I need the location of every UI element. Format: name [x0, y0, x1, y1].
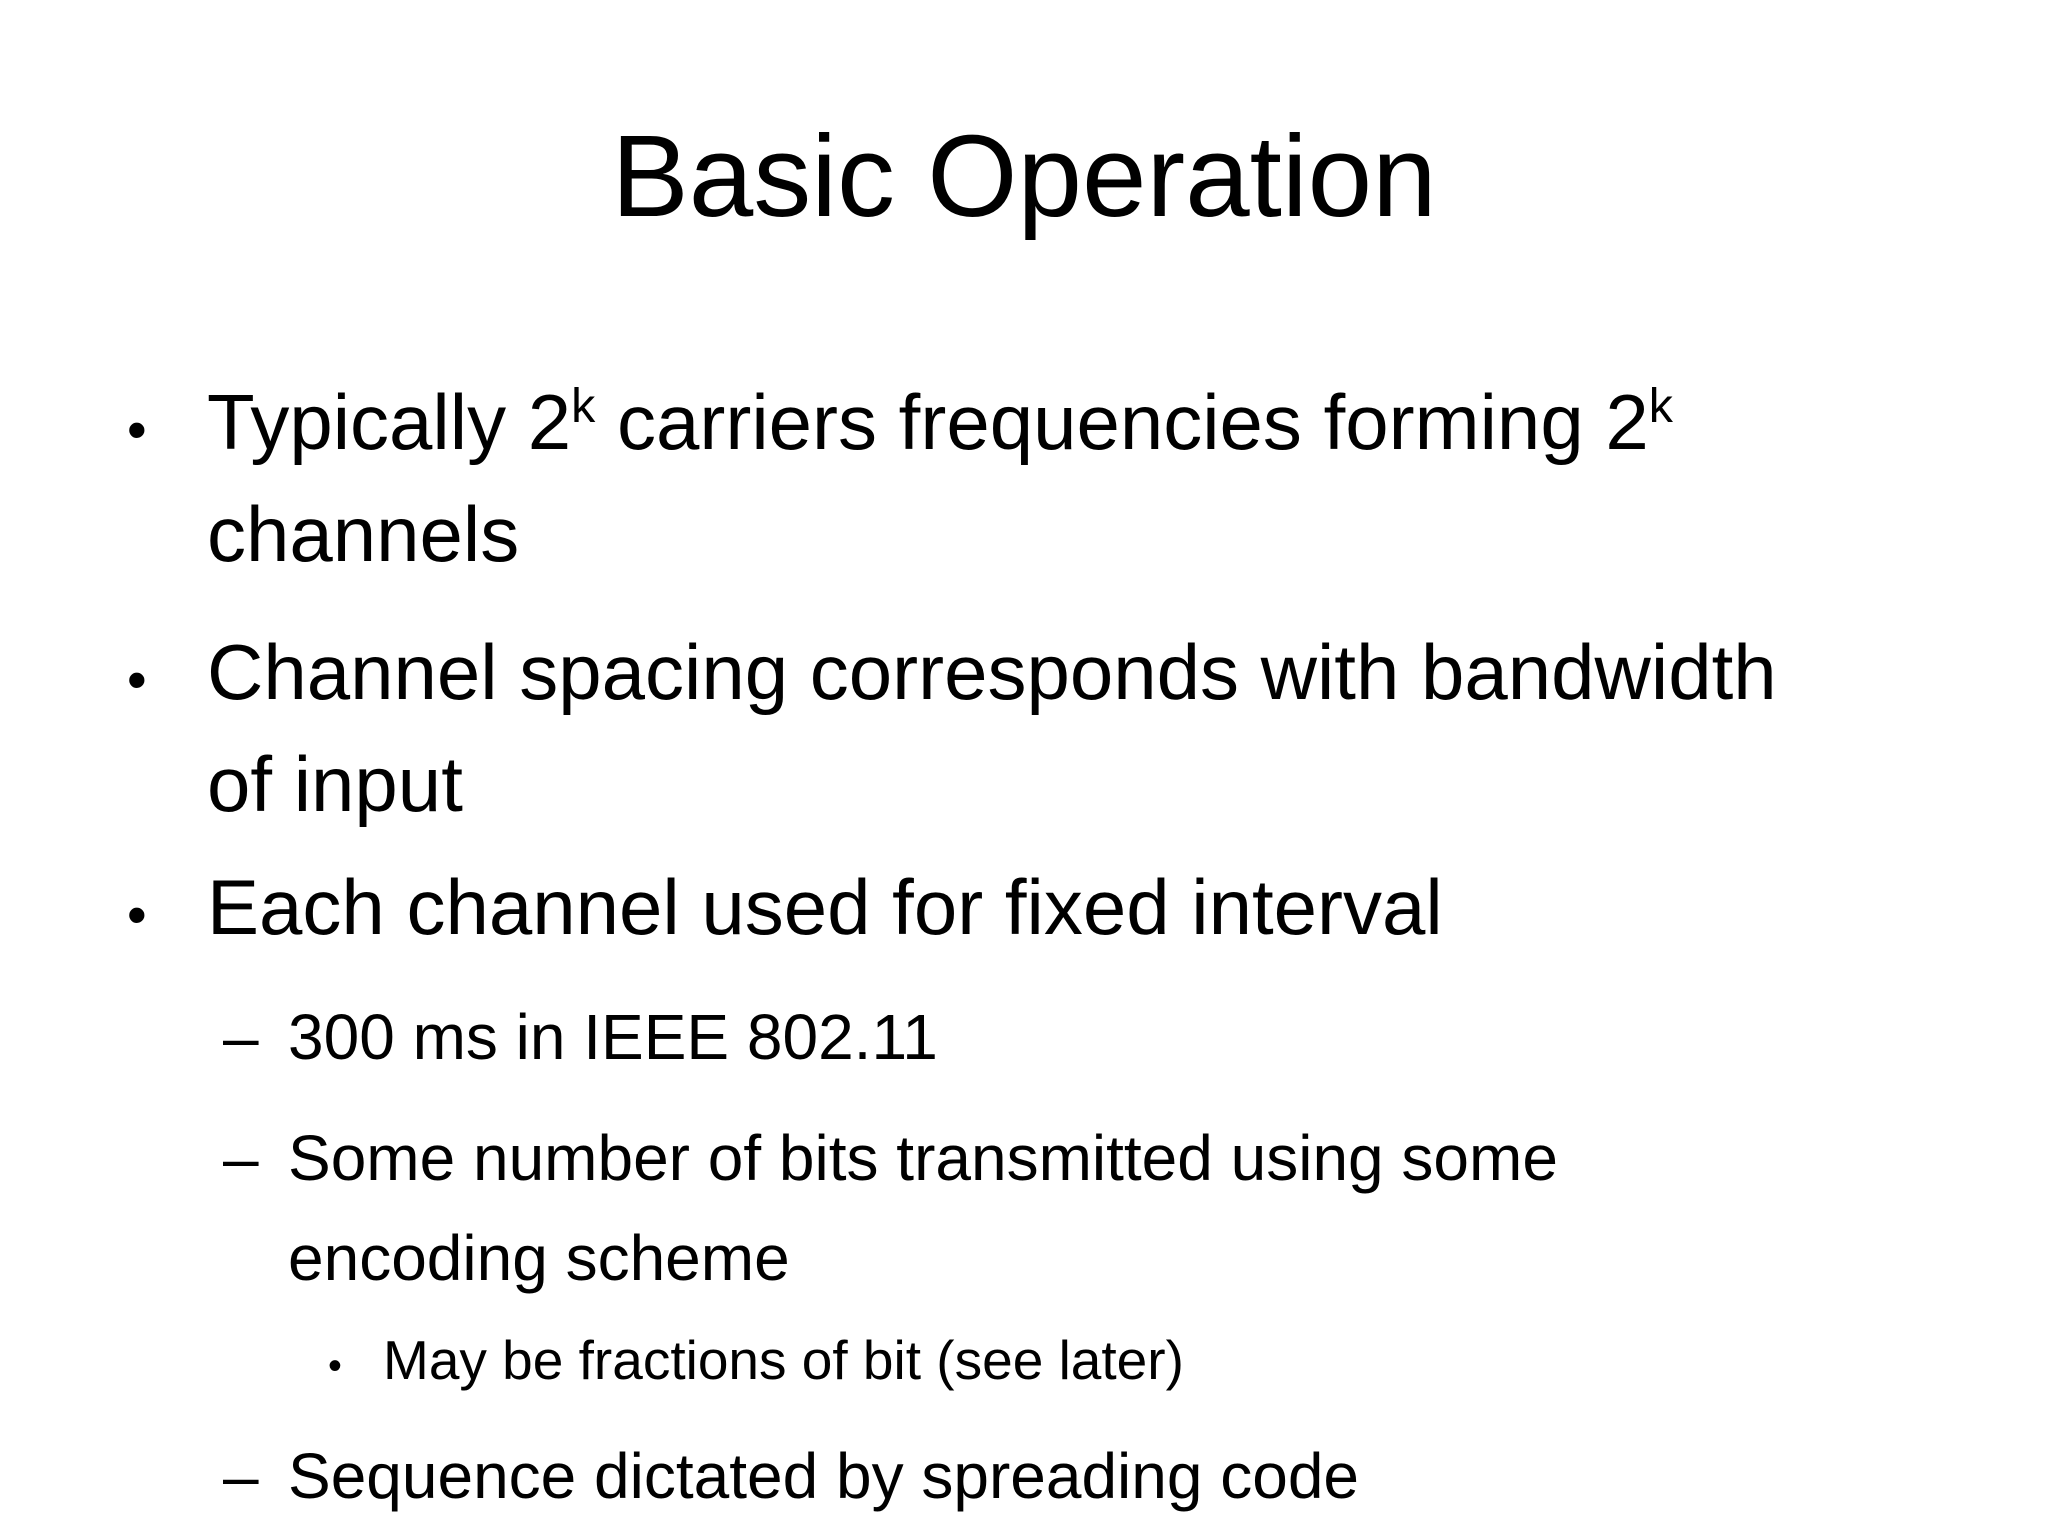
bullet-list: • Typically 2k carriers frequencies formi… — [0, 366, 2048, 1526]
dash-icon: – — [223, 1440, 259, 1512]
list-item: –300 ms in IEEE 802.11 — [223, 987, 2048, 1087]
dash-icon: – — [223, 1001, 259, 1073]
bullet-text: Typically 2k carriers frequencies formin… — [207, 378, 1673, 578]
list-item: • May be fractions of bit (see later) — [328, 1313, 2048, 1414]
list-item: • Typically 2k carriers frequencies formi… — [127, 366, 2048, 590]
list-item: –Some number of bits transmitted using s… — [223, 1108, 2048, 1308]
list-item: • Channel spacing corresponds with bandwi… — [127, 616, 2048, 840]
bullet-icon: • — [328, 1344, 342, 1388]
list-item: • Each channel used for fixed interval — [127, 851, 2048, 971]
bullet-text: 300 ms in IEEE 802.11 — [288, 1001, 938, 1073]
bullet-icon: • — [127, 883, 147, 946]
bullet-text: Some number of bits transmitted using so… — [288, 1122, 1558, 1294]
bullet-text: May be fractions of bit (see later) — [383, 1329, 1184, 1391]
dash-icon: – — [223, 1122, 259, 1194]
bullet-text: Sequence dictated by spreading code — [288, 1440, 1359, 1512]
list-item: –Sequence dictated by spreading code — [223, 1426, 2048, 1526]
bullet-text: Each channel used for fixed interval — [207, 863, 1443, 951]
bullet-icon: • — [127, 648, 147, 711]
bullet-text: Channel spacing corresponds with bandwid… — [207, 628, 1777, 828]
slide-title: Basic Operation — [611, 111, 1437, 241]
bullet-icon: • — [127, 398, 147, 461]
